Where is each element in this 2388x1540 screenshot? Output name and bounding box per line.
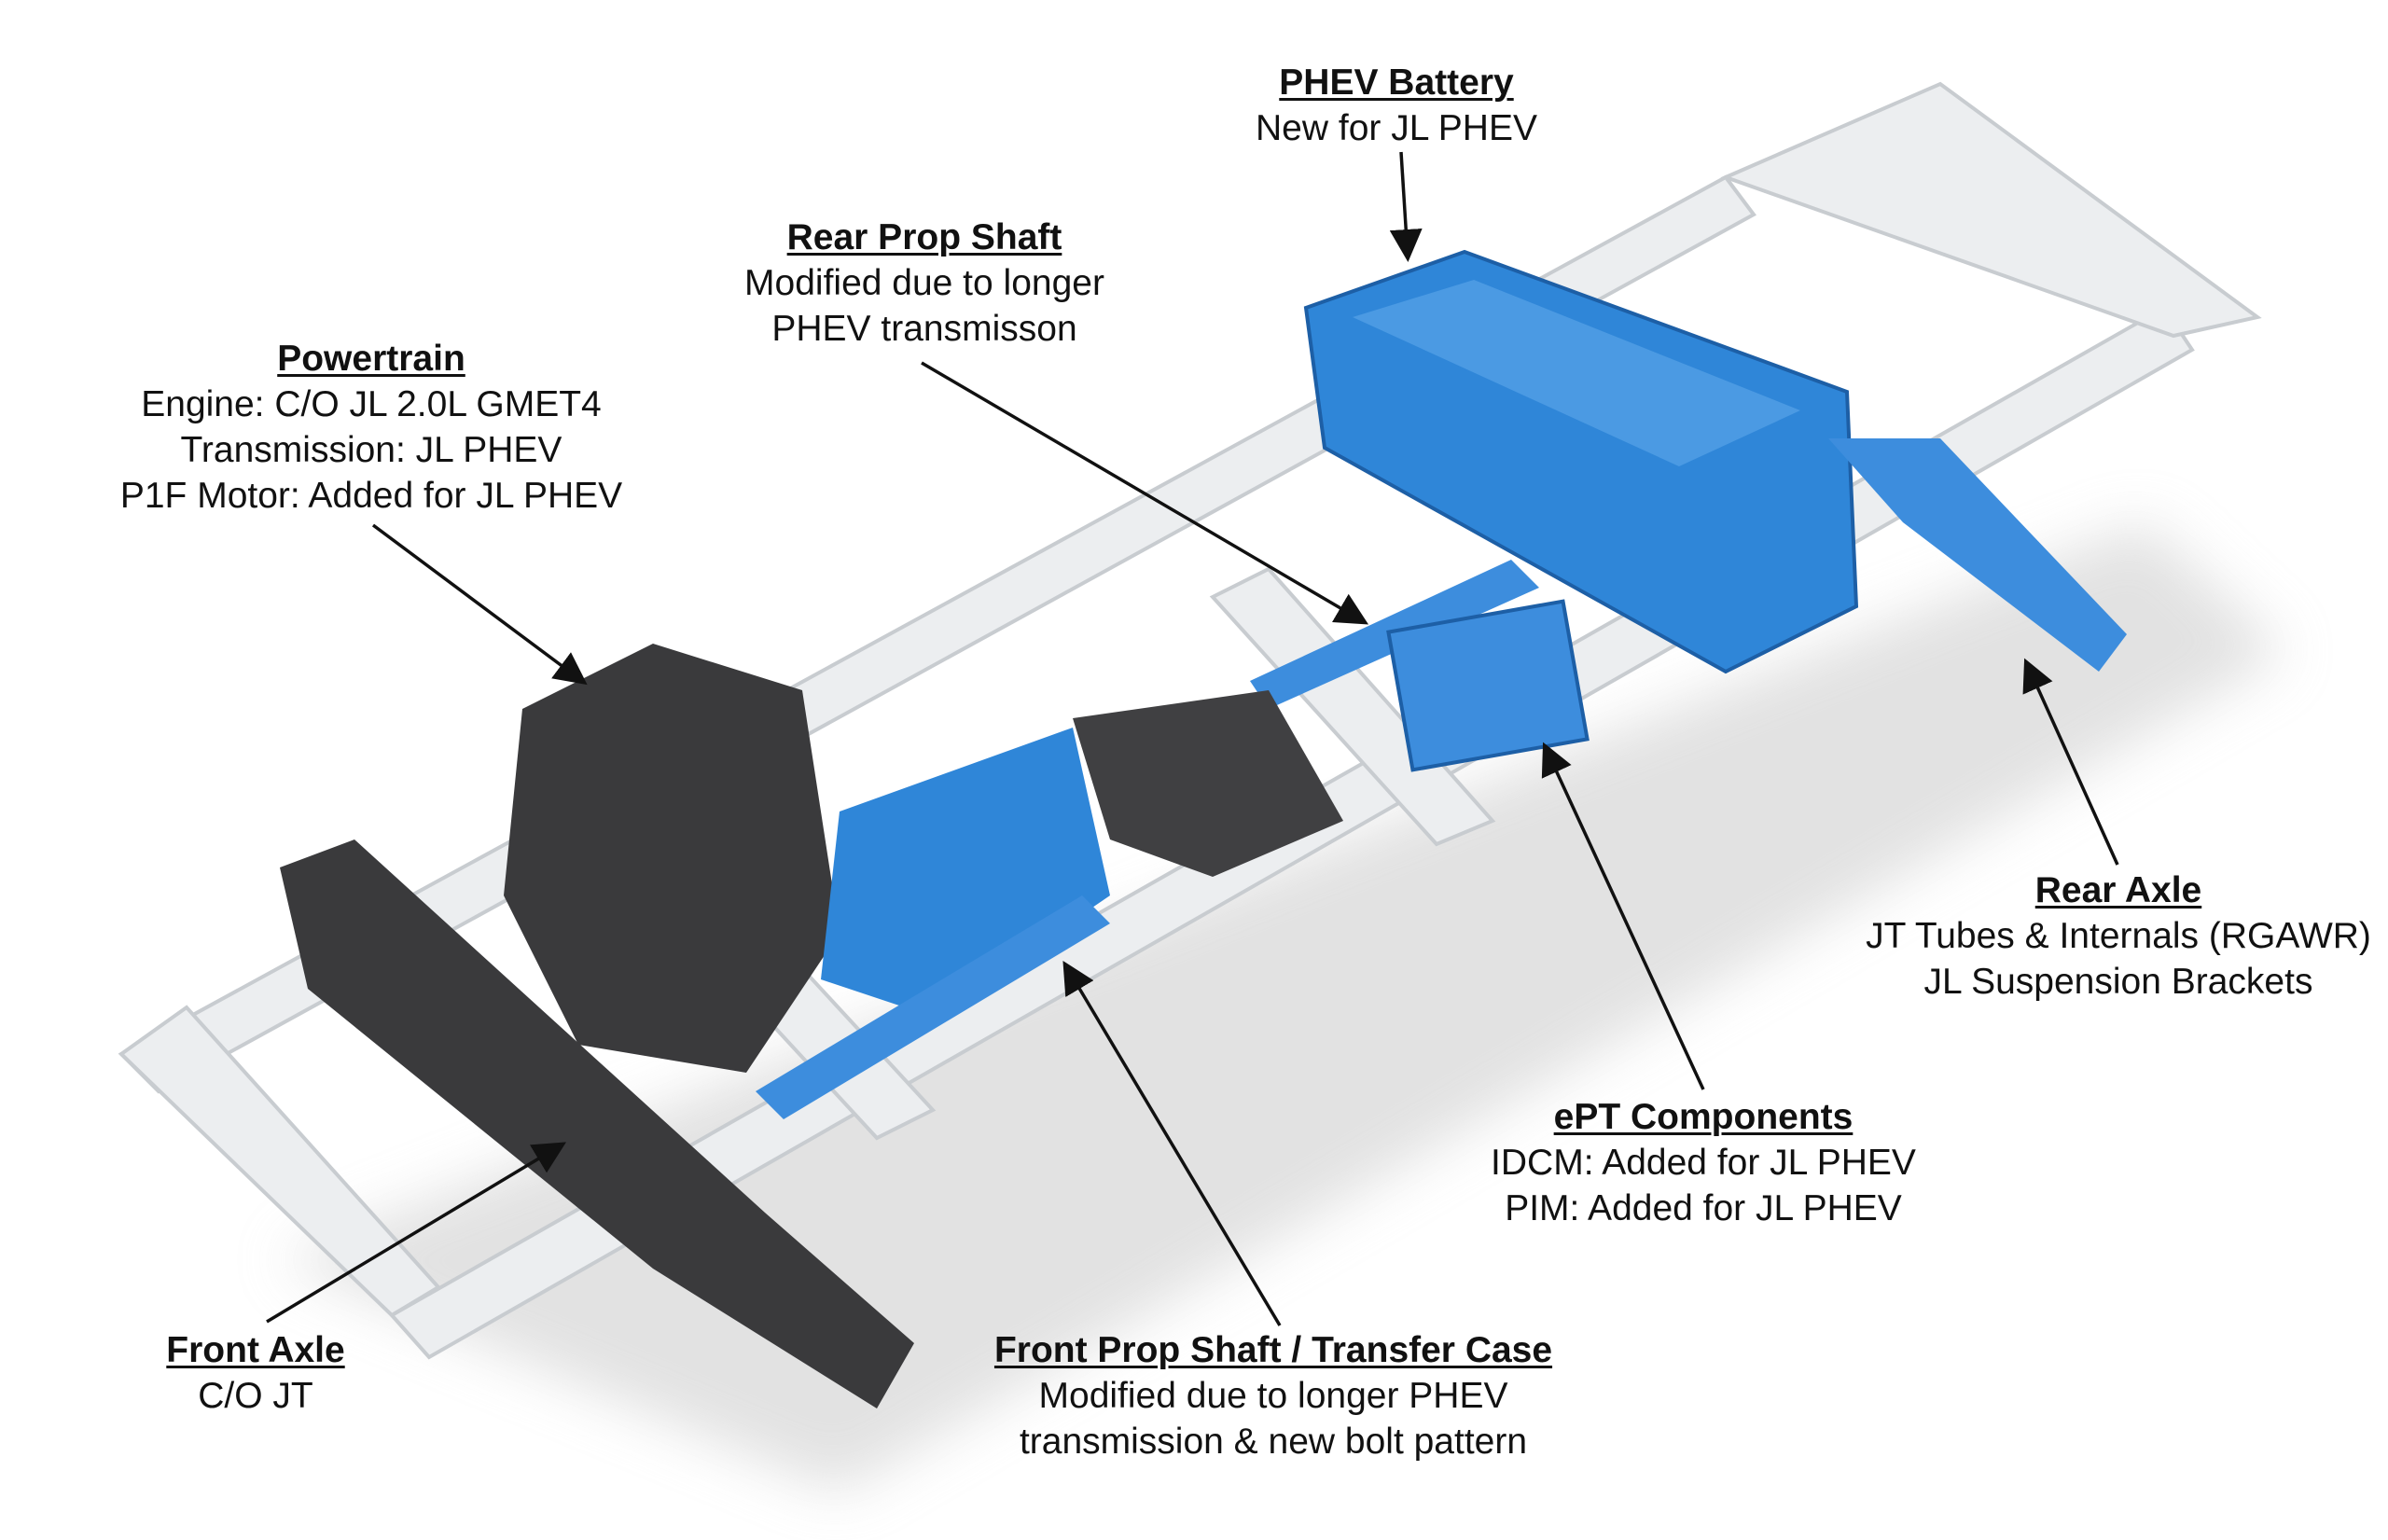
- arrow-phev-battery: [1389, 151, 1423, 262]
- transfer-case-shape: [1073, 690, 1343, 877]
- callout-line: Modified due to longer: [744, 263, 1104, 303]
- front-prop-shaft-shape: [756, 895, 1110, 1119]
- ept-components-shape: [1386, 599, 1590, 772]
- callout-title: Front Axle: [166, 1330, 345, 1370]
- phev-battery-shape: [1303, 249, 1859, 674]
- callout-phev-battery: PHEV Battery New for JL PHEV: [1256, 60, 1537, 151]
- callout-title: Powertrain: [277, 339, 465, 379]
- callout-line: Engine: C/O JL 2.0L GMET4: [141, 384, 602, 424]
- callout-line: transmission & new bolt pattern: [1019, 1422, 1528, 1462]
- arrow-front-prop-shaft: [1062, 960, 1282, 1326]
- arrow-ept: [1541, 742, 1705, 1090]
- callout-front-axle: Front Axle C/O JT: [166, 1327, 344, 1419]
- rear-axle-shape: [1828, 438, 2127, 672]
- callout-line: Transmission: JL PHEV: [180, 430, 562, 470]
- callout-rear-axle: Rear Axle JT Tubes & Internals (RGAWR) J…: [1866, 867, 2371, 1005]
- callout-title: ePT Components: [1553, 1097, 1853, 1137]
- arrow-rear-axle: [2022, 658, 2119, 866]
- callout-title: PHEV Battery: [1279, 62, 1514, 103]
- callout-line: IDCM: Added for JL PHEV: [1491, 1143, 1916, 1183]
- callout-line: PHEV transmisson: [771, 309, 1077, 349]
- callout-line: JT Tubes & Internals (RGAWR): [1866, 916, 2371, 956]
- callout-powertrain: Powertrain Engine: C/O JL 2.0L GMET4 Tra…: [120, 336, 622, 519]
- arrow-rear-prop-shaft: [921, 361, 1369, 625]
- arrow-powertrain: [371, 523, 588, 686]
- callout-ept-components: ePT Components IDCM: Added for JL PHEV P…: [1491, 1094, 1916, 1231]
- callout-line: JL Suspension Brackets: [1923, 962, 2313, 1002]
- callout-front-prop-shaft: Front Prop Shaft / Transfer Case Modifie…: [994, 1327, 1552, 1464]
- callout-title: Front Prop Shaft / Transfer Case: [993, 1330, 1553, 1370]
- callout-title: Rear Prop Shaft: [786, 217, 1062, 257]
- callout-rear-prop-shaft: Rear Prop Shaft Modified due to longer P…: [744, 215, 1104, 352]
- callout-line: C/O JT: [198, 1376, 313, 1416]
- callout-line: P1F Motor: Added for JL PHEV: [119, 476, 623, 516]
- callout-line: Modified due to longer PHEV: [1038, 1376, 1508, 1416]
- callout-line: PIM: Added for JL PHEV: [1505, 1188, 1902, 1228]
- front-axle-shape: [280, 839, 914, 1408]
- arrow-front-axle: [266, 1142, 567, 1324]
- callout-line: New for JL PHEV: [1256, 108, 1537, 148]
- callout-title: Rear Axle: [2034, 870, 2202, 910]
- engine-shape: [504, 644, 840, 1073]
